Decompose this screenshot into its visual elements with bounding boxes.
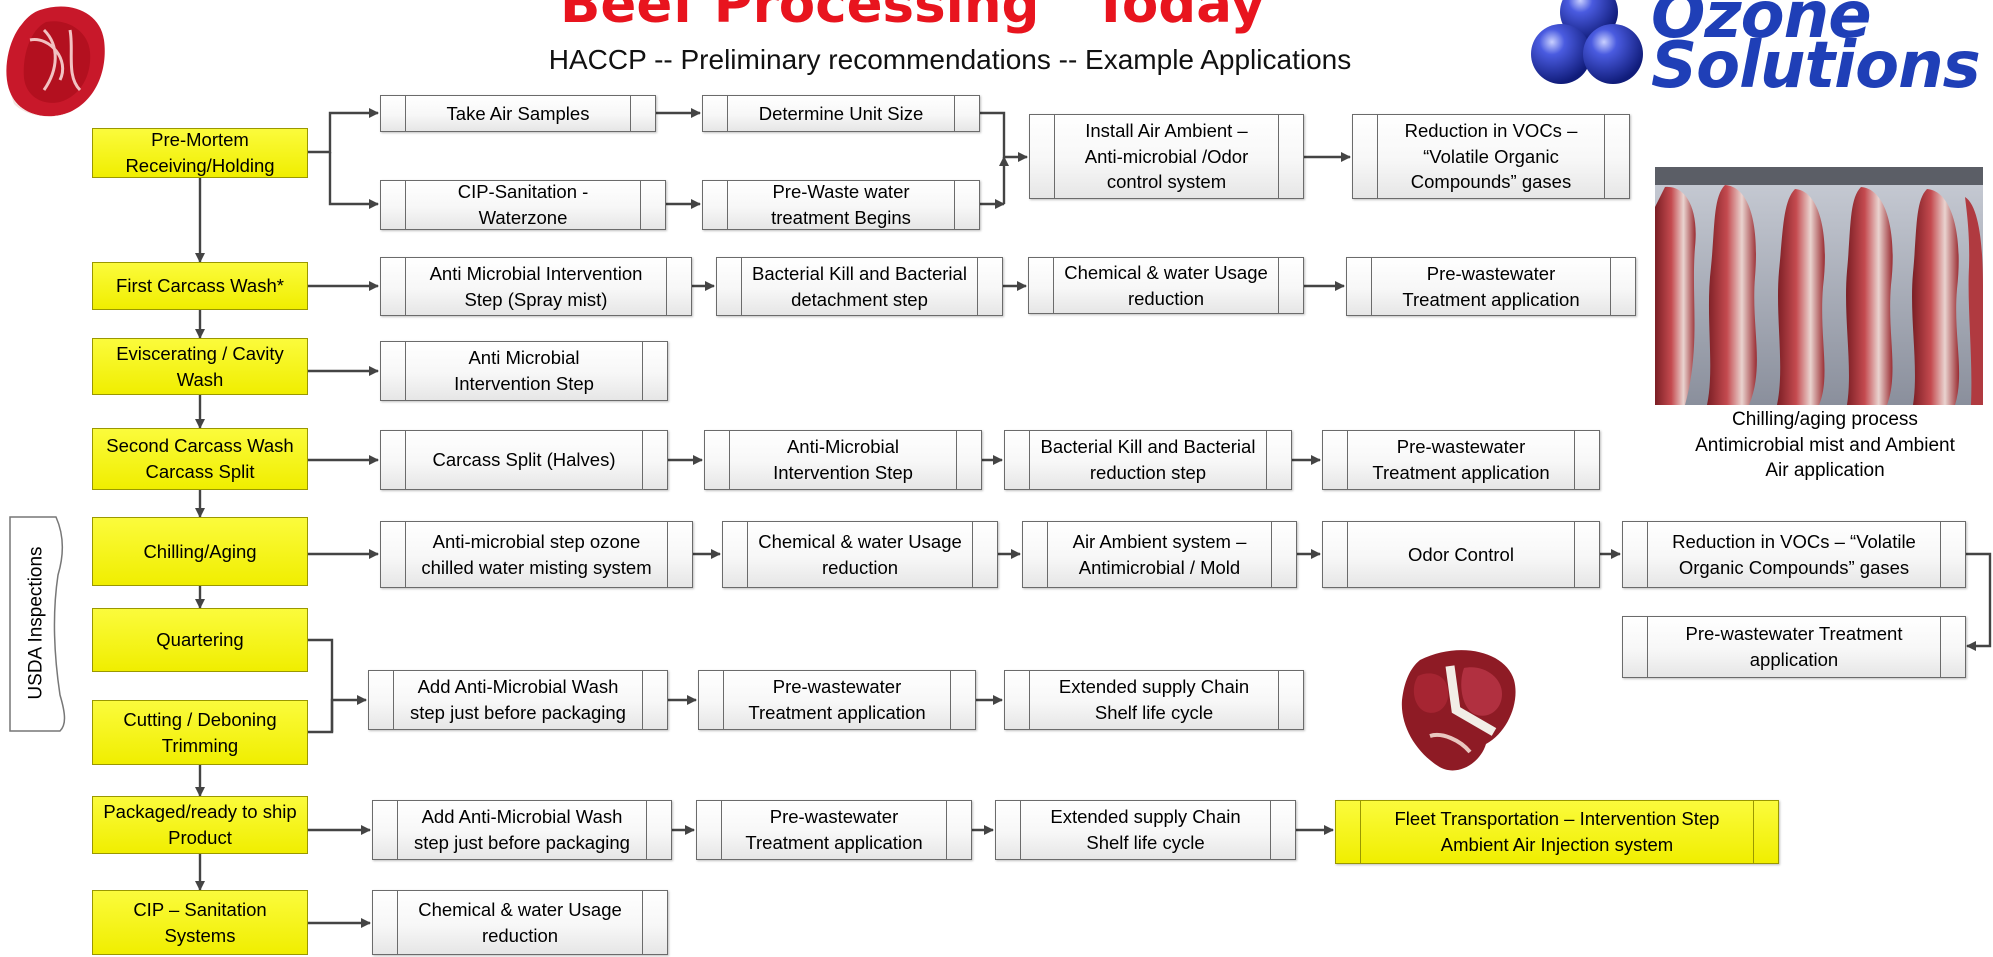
stage-first-carcass-wash: First Carcass Wash* [92, 262, 308, 310]
logo-spheres-icon [1531, 0, 1643, 84]
step-pre-waste-water: Pre-Waste water treatment Begins [702, 180, 980, 230]
step-reduction-vocs: Reduction in VOCs – “Volatile Organic Co… [1352, 114, 1630, 199]
step-bacterial-kill-reduction: Bacterial Kill and Bacterial reduction s… [1004, 430, 1292, 490]
stage-eviscerating: Eviscerating / Cavity Wash [92, 338, 308, 395]
step-chemical-water-usage-2: Chemical & water Usage reduction [722, 521, 998, 588]
step-determine-unit-size: Determine Unit Size [702, 95, 980, 132]
raw-steak-image [6, 6, 105, 117]
step-pre-wastewater: Pre-wastewater Treatment application [1346, 257, 1636, 316]
ozone-solutions-logo: Ozone Solutions [1527, 0, 1993, 100]
step-anti-microbial-intervention: Anti Microbial Intervention Step [380, 341, 668, 401]
stage-quartering: Quartering [92, 608, 308, 672]
step-extended-supply-chain: Extended supply Chain Shelf life cycle [1004, 670, 1304, 730]
carcass-aging-photo [1655, 167, 1983, 405]
step-install-air-ambient: Install Air Ambient – Anti-microbial /Od… [1029, 114, 1304, 199]
stage-chilling-aging: Chilling/Aging [92, 517, 308, 586]
logo-text-solutions: Solutions [1651, 29, 1981, 103]
step-extended-supply-chain-2: Extended supply Chain Shelf life cycle [995, 800, 1296, 860]
step-pre-wastewater-5: Pre-wastewater Treatment application [696, 800, 972, 860]
stage-cutting-deboning: Cutting / Deboning Trimming [92, 700, 308, 765]
step-ozone-chilled-water: Anti-microbial step ozone chilled water … [380, 521, 693, 588]
step-chemical-water-usage-3: Chemical & water Usage reduction [372, 890, 668, 955]
stage-pre-mortem: Pre-Mortem Receiving/Holding [92, 128, 308, 178]
step-carcass-split: Carcass Split (Halves) [380, 430, 668, 490]
step-cip-sanitation-waterzone: CIP-Sanitation - Waterzone [380, 180, 666, 230]
usda-banner-shape [9, 516, 66, 732]
step-fleet-transportation: Fleet Transportation – Intervention Step… [1335, 800, 1779, 864]
tbone-steak-image [1401, 650, 1516, 771]
step-pre-wastewater-3: Pre-wastewater Treatment application [1622, 616, 1966, 678]
step-pre-wastewater-4: Pre-wastewater Treatment application [698, 670, 976, 730]
stage-second-carcass-wash: Second Carcass Wash Carcass Split [92, 428, 308, 490]
diagram-subtitle: HACCP -- Preliminary recommendations -- … [548, 44, 1352, 75]
stage-packaged: Packaged/ready to ship Product [92, 796, 308, 854]
step-add-anti-microbial-wash-2: Add Anti-Microbial Wash step just before… [372, 800, 672, 860]
step-pre-wastewater-2: Pre-wastewater Treatment application [1322, 430, 1600, 490]
step-chemical-water-usage: Chemical & water Usage reduction [1028, 257, 1304, 314]
step-odor-control: Odor Control [1322, 521, 1600, 588]
photo-caption: Chilling/aging process Antimicrobial mis… [1695, 409, 1955, 482]
diagram-title: Beef Processing “Today” [560, 0, 1300, 35]
step-add-anti-microbial-wash: Add Anti-Microbial Wash step just before… [368, 670, 668, 730]
step-anti-microbial-intervention-2: Anti-Microbial Intervention Step [704, 430, 982, 490]
stage-cip-sanitation: CIP – Sanitation Systems [92, 890, 308, 955]
step-bacterial-kill-detachment: Bacterial Kill and Bacterial detachment … [716, 257, 1003, 316]
step-anti-microbial-spray: Anti Microbial Intervention Step (Spray … [380, 257, 692, 316]
step-air-ambient-mold: Air Ambient system – Antimicrobial / Mol… [1022, 521, 1297, 588]
step-take-air-samples: Take Air Samples [380, 95, 656, 132]
step-reduction-vocs-2: Reduction in VOCs – “Volatile Organic Co… [1622, 521, 1966, 588]
logo-text-ozone: Ozone [1651, 0, 1872, 53]
